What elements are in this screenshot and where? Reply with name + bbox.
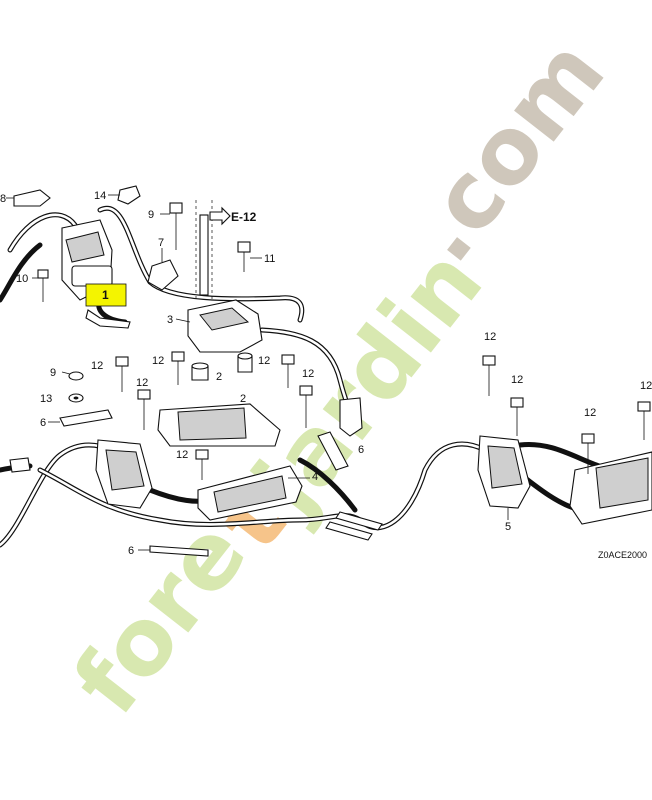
callout-7[interactable]: 7: [158, 237, 164, 249]
collar-part-2-a: [191, 362, 209, 381]
callout-12-i[interactable]: 12: [584, 407, 596, 419]
callout-6-a[interactable]: 6: [40, 417, 46, 429]
callout-10[interactable]: 10: [16, 273, 28, 285]
connector-cap: [339, 397, 363, 437]
highlight-part-1: [85, 283, 127, 307]
callout-6-b[interactable]: 6: [358, 444, 364, 456]
watermark-text-d: .com: [388, 20, 625, 282]
callout-3[interactable]: 3: [167, 314, 173, 326]
callout-4[interactable]: 4: [312, 471, 318, 483]
callout-12-c[interactable]: 12: [91, 360, 103, 372]
diagram-code: Z0ACE2000: [598, 550, 647, 560]
plate-part-6-b: [317, 431, 349, 471]
callout-13[interactable]: 13: [40, 393, 52, 405]
clamp-part-14: [108, 185, 141, 205]
callout-12-g[interactable]: 12: [484, 331, 496, 343]
callout-12-h[interactable]: 12: [511, 374, 523, 386]
bolt-part-11: [237, 241, 262, 272]
bolt-part-9-top: [160, 202, 183, 250]
coil-far-right: [569, 451, 652, 525]
callout-9-top[interactable]: 9: [148, 209, 154, 221]
ignition-coil-part-1: 1: [61, 219, 131, 329]
callout-6-c[interactable]: 6: [128, 545, 134, 557]
callout-12-a[interactable]: 12: [152, 355, 164, 367]
plug-cap-part-8: [6, 189, 51, 207]
coil-left: [95, 439, 153, 509]
callout-2-a[interactable]: 2: [216, 371, 222, 383]
wiring-harness: [0, 205, 623, 548]
connector-pair: [325, 511, 383, 541]
bolt-part-12-a: [171, 351, 185, 385]
washer-part-13: [68, 393, 84, 403]
callout-5[interactable]: 5: [505, 521, 511, 533]
callout-1[interactable]: 1: [102, 288, 109, 302]
bolt-part-12-g: [482, 355, 496, 396]
stud-guide: E-12: [195, 200, 257, 300]
callout-12-b[interactable]: 12: [258, 355, 270, 367]
collar-part-2-b: [237, 352, 253, 373]
module-part-7: [147, 248, 179, 291]
callout-8[interactable]: 8: [0, 193, 6, 205]
callout-12-j[interactable]: 12: [640, 380, 652, 392]
bolt-part-12-d: [137, 389, 151, 430]
callout-9-mid[interactable]: 9: [50, 367, 56, 379]
coil-part-5: [477, 435, 531, 520]
callout-11[interactable]: 11: [264, 253, 275, 265]
bolt-part-12-j: [637, 401, 651, 440]
igniter-part-3: [175, 299, 263, 353]
plate-part-6-a: [48, 409, 113, 427]
plate-part-6-c: [138, 545, 209, 557]
bolt-part-10: [32, 269, 49, 302]
bolt-part-12-f: [195, 449, 209, 480]
callout-12-f[interactable]: 12: [176, 449, 188, 461]
connector-left: [9, 457, 31, 473]
washer-part-9: [61, 371, 84, 381]
charge-coil-part-4: [157, 403, 310, 521]
bolt-part-12-c: [115, 356, 129, 392]
callout-2-b[interactable]: 2: [240, 393, 246, 405]
callout-12-d[interactable]: 12: [136, 377, 148, 389]
callout-14[interactable]: 14: [94, 190, 106, 202]
bolt-part-12-e: [299, 385, 313, 428]
callout-12-e[interactable]: 12: [302, 368, 314, 380]
bolt-part-12-i: [581, 433, 595, 474]
ref-e-12[interactable]: E-12: [231, 210, 257, 224]
callouts: 8 14 9 7 11 10 3 12 12 9 12 2 2 12 12 13…: [0, 190, 652, 560]
bolt-part-12-h: [510, 397, 524, 436]
bolt-part-12-b: [281, 354, 295, 388]
